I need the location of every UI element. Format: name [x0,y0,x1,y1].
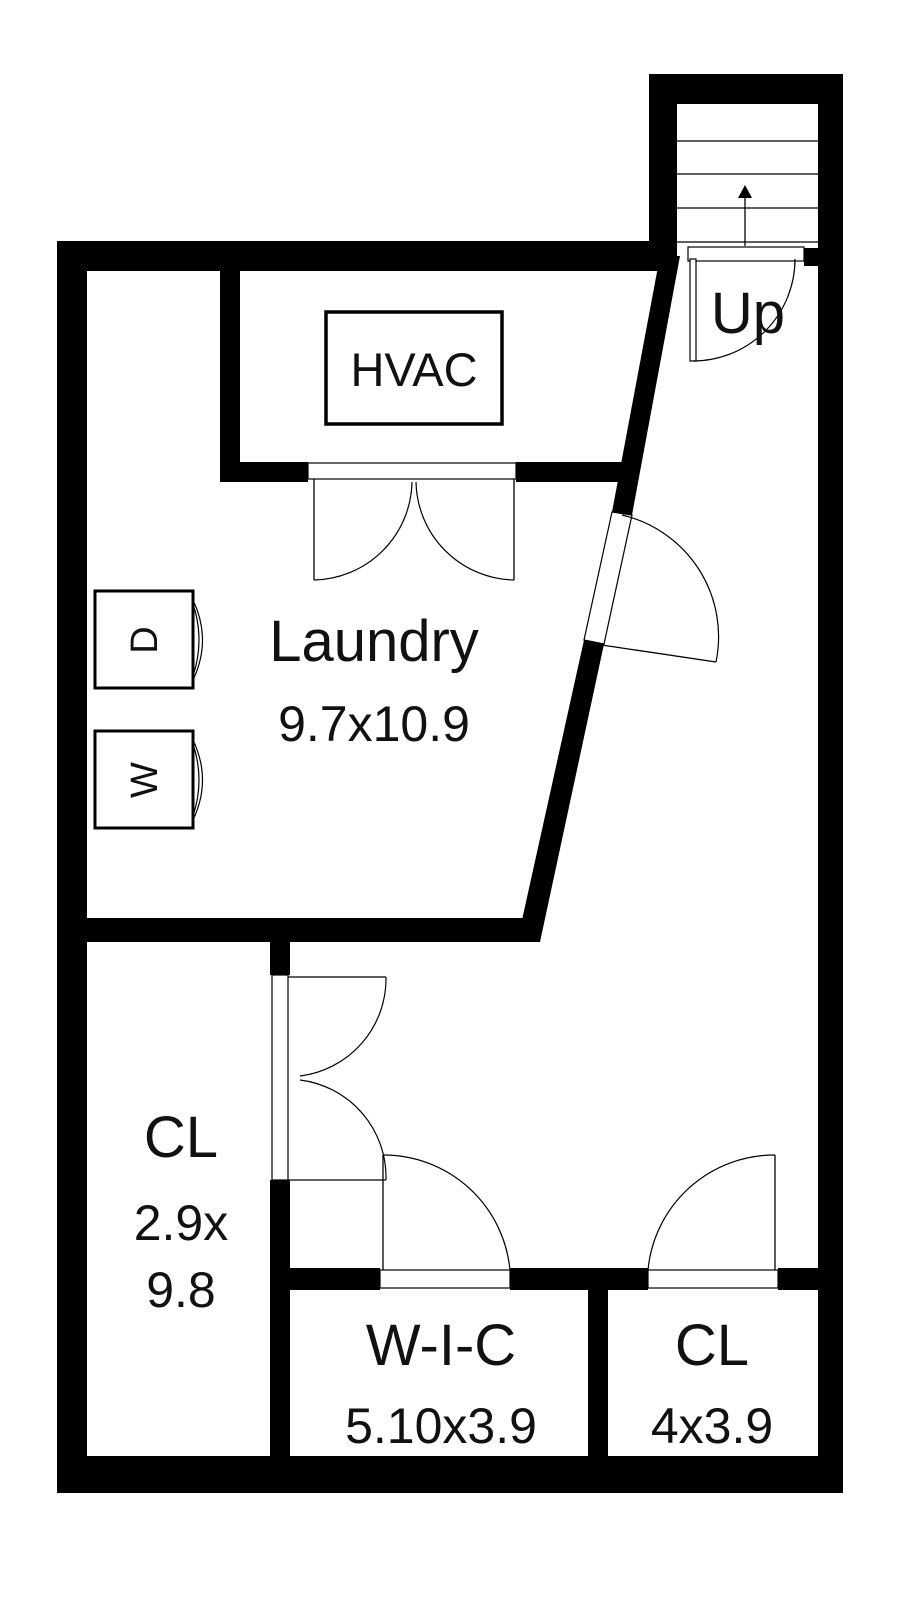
washer-door-arc [192,739,204,821]
stair-wall-top [649,74,843,104]
wall-bottom [57,1456,843,1493]
hvac-wall-bottom-left [220,462,308,482]
wic-dims: 5.10x3.9 [345,1398,537,1454]
hvac-unit: HVAC [324,310,504,426]
hvac-wall-bottom-right [516,462,628,482]
wic-closet-divider [588,1268,608,1480]
stair-door [687,246,805,362]
laundry-wall-bottom [57,918,540,942]
closet-right-dims: 4x3.9 [651,1398,773,1454]
closet-left-dims-line2: 9.8 [146,1262,216,1318]
hvac-door-swing-right [415,481,515,581]
laundry-dims: 9.7x10.9 [278,696,470,752]
closet-left-dims-line1: 2.9x [134,1195,229,1251]
exterior-walls [57,74,843,1493]
closet-right-name: CL [675,1313,749,1378]
wic-wall-top-left [270,1268,380,1290]
stair-door-swing [692,258,796,362]
washer: W [93,729,204,830]
closet-left-name: CL [144,1105,218,1170]
laundry-door-swing [621,514,720,663]
closet-left-wall-lower [270,1180,290,1480]
washer-door-arc-inner [192,743,200,817]
hvac-door-jamb [307,462,517,480]
stair-door-leaf [689,258,697,362]
dryer-door-arc [192,599,204,681]
stairs [677,140,818,246]
room-labels: Up Laundry 9.7x10.9 CL 2.9x 9.8 W-I-C 5.… [134,281,785,1454]
stair-door-jamb [687,246,805,262]
hvac-box [324,310,504,426]
wall-left [57,241,87,1493]
hvac-wall-left [220,256,240,482]
stair-arrow-head-icon [738,185,752,198]
wall-top-main [57,241,671,271]
wic-wall-top-right [510,1268,648,1290]
closet-right-door-jamb [647,1269,779,1289]
washer-box [93,729,195,830]
stair-wall-right-stub [804,248,824,266]
hvac-double-door [307,462,517,581]
hvac-door-swing-left [313,481,413,581]
closet-left-door [271,974,387,1181]
dryer: D [93,589,204,690]
hvac-label: HVAC [350,343,477,396]
dryer-box [93,589,195,690]
closet-left-door-jamb [271,974,289,1181]
stairs-up-label: Up [711,281,785,346]
closet-right-wall-top-right [778,1268,838,1290]
closet-left-wall-upper [270,930,290,975]
laundry-diagonal-wall-upper [612,256,680,515]
laundry-name: Laundry [269,609,479,674]
closet-left-door-swing-top [299,976,387,1077]
closet-left-door-swing-bottom [299,1079,387,1181]
wall-right [818,74,843,1493]
closet-right-door [647,1154,779,1289]
laundry-door [583,511,720,663]
dryer-door-arc-inner [192,603,200,677]
wic-name: W-I-C [366,1313,516,1378]
dryer-label: D [124,626,166,653]
wic-door [379,1154,511,1289]
interior-walls [57,256,838,1480]
laundry-door-jamb [583,511,633,645]
wic-door-swing [382,1154,511,1271]
wic-door-jamb [379,1269,511,1289]
closet-right-door-swing [647,1154,776,1271]
stair-wall-left [649,74,677,270]
laundry-door-leaf [594,643,717,663]
laundry-diagonal-wall-lower [518,640,604,942]
washer-label: W [124,762,166,798]
